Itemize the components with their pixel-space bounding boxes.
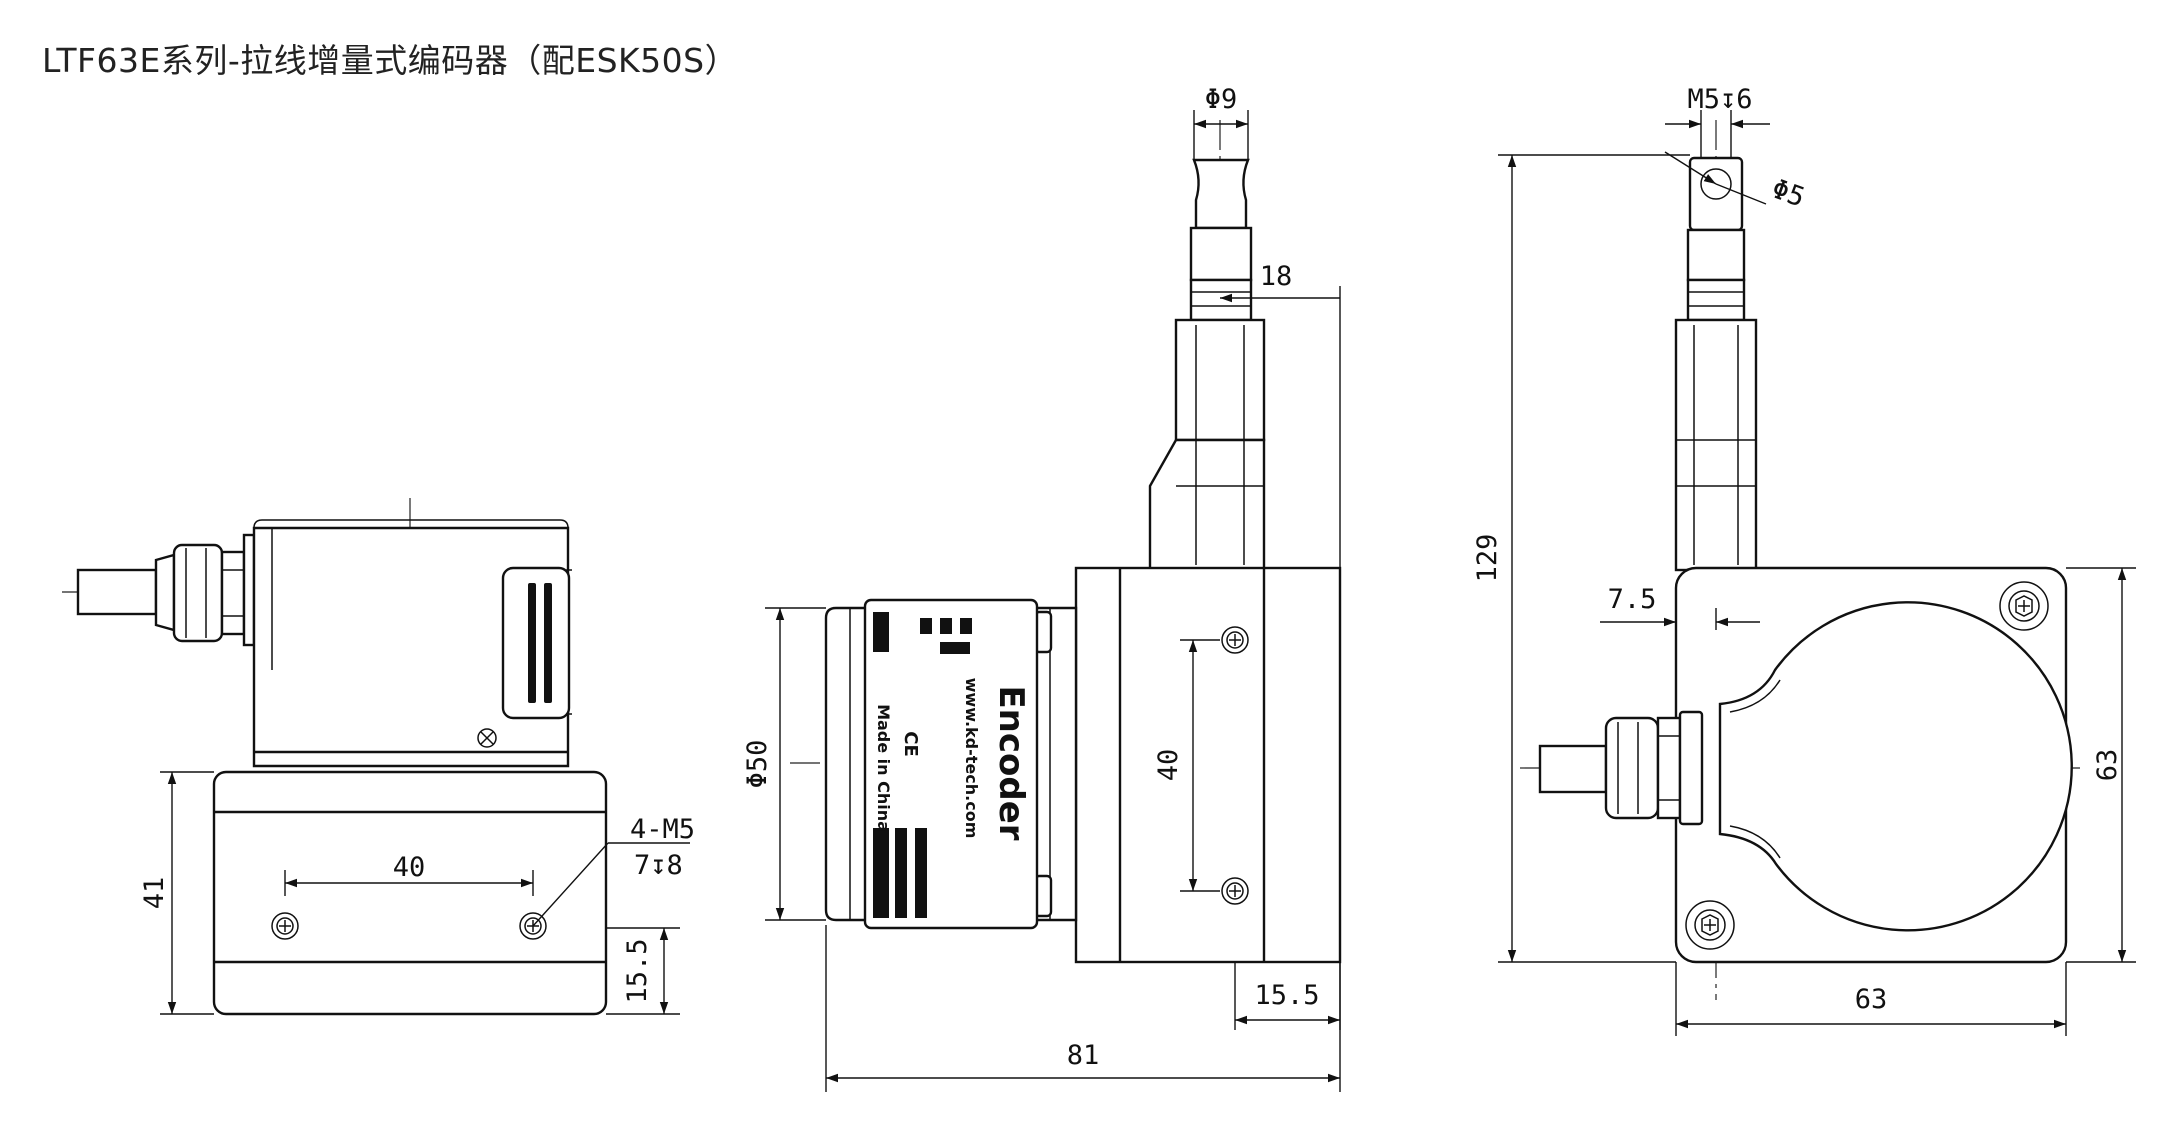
rear-gland-hex: [1656, 716, 1682, 820]
dim-thread-depth: 7↧8: [634, 850, 683, 881]
rear-screw-bottom-left: [1685, 900, 1735, 950]
side-housing: [212, 770, 608, 1016]
side-gland-nut: [154, 553, 176, 632]
dim-side-40: 40: [393, 852, 426, 883]
rear-spring-cover: [1718, 601, 2073, 932]
dim-side-41: 41: [139, 877, 170, 910]
front-wire-hook: [1192, 158, 1250, 230]
front-label-website: www.kd-tech.com: [962, 678, 981, 839]
dim-7-5: 7.5: [1608, 584, 1657, 615]
front-wire-collar: [1189, 278, 1253, 322]
dim-thread-m5: 4-M5: [630, 814, 695, 845]
rear-eye-hole: [1700, 168, 1732, 200]
front-wire-sleeve: [1189, 226, 1253, 282]
side-gland-hex: [220, 550, 246, 636]
rear-view: M5↧6 Φ5 129 7.5 63 63: [1472, 84, 2136, 1036]
rear-wire-collar: [1686, 278, 1746, 322]
dim-front-15-5: 15.5: [1254, 980, 1319, 1011]
front-label-made-in: Made in China: [874, 704, 893, 832]
side-hole-right: [519, 912, 547, 940]
rear-guide-tube: [1674, 318, 1758, 572]
dim-63-vertical: 63: [2092, 749, 2123, 782]
side-view: 40 41 15.5 4-M5 7↧8: [62, 498, 695, 1016]
dim-phi9: Φ9: [1205, 84, 1238, 115]
front-hole-bottom: [1221, 877, 1249, 905]
front-label-marks: [873, 612, 972, 918]
front-view: Encoder www.kd-tech.com Made in China CE…: [742, 84, 1342, 1092]
dim-129: 129: [1472, 534, 1503, 583]
side-encoder-body: [252, 526, 570, 768]
dim-18: 18: [1260, 261, 1293, 292]
dim-81: 81: [1067, 1040, 1100, 1071]
front-label-brand: Encoder: [991, 685, 1031, 840]
front-guide-taper: [1148, 438, 1266, 572]
front-label-ce: CE: [900, 731, 921, 757]
page-title: LTF63E系列-拉线增量式编码器（配ESK50S）: [42, 41, 739, 80]
dim-phi50: Φ50: [742, 740, 773, 789]
rear-screw-top-right: [1999, 581, 2049, 631]
side-cable: [76, 568, 158, 616]
side-gland-flange: [242, 533, 256, 647]
dim-m5-6: M5↧6: [1687, 84, 1752, 115]
rear-wire-sleeve: [1686, 228, 1746, 282]
side-gland-body: [172, 543, 224, 643]
front-label-plate: [863, 598, 1039, 930]
rear-gland-body: [1604, 716, 1660, 820]
front-hole-top: [1221, 626, 1249, 654]
rear-cable: [1538, 744, 1608, 794]
front-housing: [1074, 566, 1342, 964]
side-label-text: [528, 583, 552, 703]
dim-side-15-5: 15.5: [622, 938, 653, 1003]
dim-front-40: 40: [1153, 749, 1184, 782]
side-screw-icon: [477, 728, 497, 748]
front-guide-tube: [1174, 318, 1266, 442]
dim-63-horizontal: 63: [1855, 984, 1888, 1015]
rear-gland-flange: [1678, 710, 1704, 826]
side-hole-left: [271, 912, 299, 940]
dim-phi5: Φ5: [1768, 173, 1809, 213]
